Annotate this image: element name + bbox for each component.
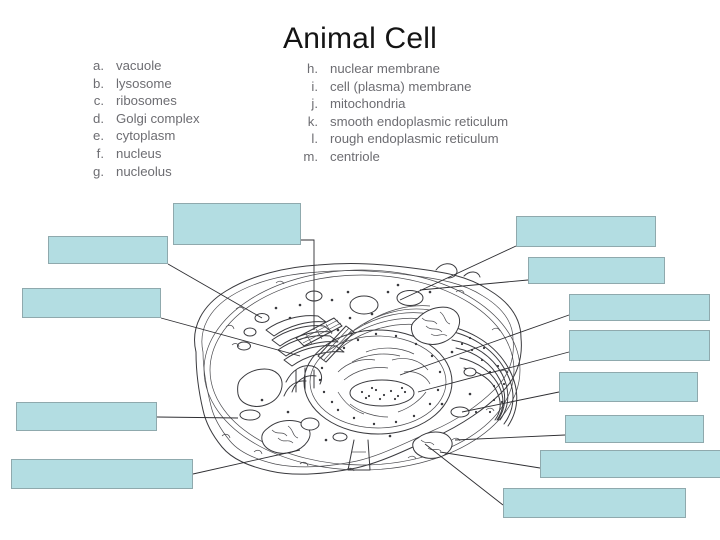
answer-box-2[interactable]	[48, 236, 168, 264]
legend-marker: l.	[311, 131, 318, 147]
legend-marker: d.	[93, 110, 104, 126]
legend-label: ribosomes	[116, 93, 177, 109]
answer-box-8[interactable]	[569, 294, 710, 321]
page-title: Animal Cell	[283, 22, 437, 55]
legend-label: cell (plasma) membrane	[330, 78, 472, 94]
legend-marker: i.	[311, 78, 318, 94]
legend-item: d. Golgi complex	[74, 110, 200, 128]
legend-marker: e.	[93, 128, 104, 144]
legend-label: vacuole	[116, 58, 162, 73]
legend-item: f. nucleus	[74, 145, 200, 163]
legend-item: j. mitochondria	[288, 95, 508, 113]
legend-marker: a.	[93, 58, 104, 73]
legend-marker: k.	[307, 113, 318, 129]
legend-label: rough endoplasmic reticulum	[330, 131, 499, 147]
legend-right-column: h. nuclear membrane i. cell (plasma) membr…	[288, 60, 508, 166]
answer-box-12[interactable]	[540, 450, 720, 478]
legend-item: c. ribosomes	[74, 92, 200, 110]
legend-item: l. rough endoplasmic reticulum	[288, 130, 508, 148]
legend-marker: j.	[311, 96, 318, 112]
legend-label: nuclear membrane	[330, 61, 440, 76]
legend-item: e. cytoplasm	[74, 127, 200, 145]
legend-marker: f.	[96, 145, 104, 161]
legend-label: mitochondria	[330, 96, 406, 112]
legend-item: g. nucleolus	[74, 163, 200, 181]
legend-label: cytoplasm	[116, 128, 176, 144]
legend-marker: c.	[93, 93, 104, 109]
answer-box-11[interactable]	[565, 415, 704, 443]
answer-box-3[interactable]	[22, 288, 161, 318]
legend-marker: g.	[93, 163, 104, 179]
legend-label: nucleus	[116, 145, 162, 161]
legend-item: a. vacuole	[74, 57, 200, 75]
answer-box-10[interactable]	[559, 372, 698, 402]
legend-item: m. centriole	[288, 148, 508, 166]
legend-item: h. nuclear membrane	[288, 60, 508, 78]
legend-label: nucleolus	[116, 163, 172, 179]
answer-box-6[interactable]	[516, 216, 656, 247]
legend-label: Golgi complex	[116, 110, 200, 126]
answer-box-7[interactable]	[528, 257, 665, 284]
answer-box-4[interactable]	[16, 402, 157, 431]
legend-label: smooth endoplasmic reticulum	[330, 113, 509, 129]
legend-item: i. cell (plasma) membrane	[288, 78, 508, 96]
answer-box-1[interactable]	[173, 203, 301, 245]
legend-item: k. smooth endoplasmic reticulum	[288, 113, 508, 131]
answer-box-9[interactable]	[569, 330, 710, 361]
legend-marker: h.	[307, 61, 318, 76]
legend-marker: m.	[303, 148, 318, 164]
legend-label: centriole	[330, 148, 380, 164]
answer-box-5[interactable]	[11, 459, 193, 489]
legend-marker: b.	[93, 75, 104, 91]
answer-box-13[interactable]	[503, 488, 686, 518]
legend-label: lysosome	[116, 75, 172, 91]
legend-item: b. lysosome	[74, 75, 200, 93]
legend-left-column: a. vacuole b. lysosome c. ribosomes d. Golgi…	[74, 57, 200, 180]
